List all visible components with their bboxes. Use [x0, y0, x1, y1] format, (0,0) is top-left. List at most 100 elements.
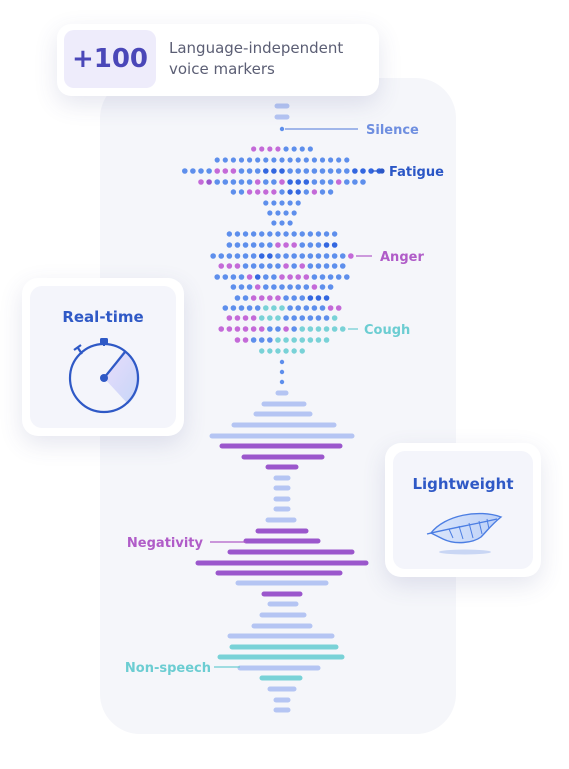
- marker-dot: [295, 284, 302, 290]
- marker-dot: [198, 179, 204, 185]
- fatigue-label: Fatigue: [389, 165, 444, 180]
- marker-dot: [319, 189, 326, 195]
- marker-dot: [258, 315, 265, 321]
- marker-dot: [250, 263, 257, 269]
- marker-dot: [242, 263, 249, 269]
- marker-dot: [267, 242, 273, 248]
- marker-dot: [263, 168, 269, 174]
- marker-dot: [323, 263, 330, 269]
- marker-dot: [238, 305, 245, 311]
- marker-dot: [307, 315, 314, 321]
- marker-dot: [283, 295, 289, 301]
- marker-dot: [214, 168, 220, 174]
- marker-dot: [311, 179, 318, 185]
- marker-dot: [323, 337, 330, 343]
- marker-dot: [247, 157, 253, 163]
- marker-dot: [279, 369, 285, 375]
- marker-dot: [279, 284, 285, 290]
- marker-dot: [250, 326, 257, 332]
- marker-dot: [206, 179, 212, 185]
- marker-dot: [344, 168, 350, 174]
- marker-dot: [283, 348, 289, 354]
- marker-dot: [267, 146, 273, 152]
- marker-dot: [335, 179, 342, 185]
- markers-card: +100 Language-independent voice markers: [57, 24, 379, 96]
- marker-dot: [299, 231, 305, 237]
- marker-dot: [275, 295, 281, 301]
- marker-dot: [327, 284, 334, 290]
- marker-dot: [234, 315, 241, 321]
- marker-dot: [287, 189, 293, 195]
- marker-dot: [222, 274, 229, 280]
- marker-dot: [250, 242, 257, 248]
- marker-dot: [246, 284, 253, 290]
- marker-dot: [299, 326, 306, 332]
- marker-dot: [319, 168, 326, 174]
- marker-dot: [283, 242, 289, 248]
- marker-dot: [279, 200, 285, 206]
- markers-description-line1: Language-independent: [169, 39, 344, 57]
- marker-dot: [230, 274, 237, 280]
- marker-dot: [275, 210, 281, 216]
- marker-dot: [368, 168, 374, 174]
- marker-dot: [267, 210, 273, 216]
- marker-dot: [291, 295, 297, 301]
- marker-dot: [352, 168, 358, 174]
- marker-dot: [254, 274, 261, 280]
- marker-dot: [307, 242, 314, 248]
- marker-dot: [295, 189, 301, 195]
- marker-dot: [339, 326, 346, 332]
- marker-dot: [275, 263, 281, 269]
- marker-dot: [275, 146, 281, 152]
- marker-dot: [251, 146, 257, 152]
- marker-dot: [238, 168, 245, 174]
- marker-dot: [283, 146, 289, 152]
- marker-dot: [246, 168, 253, 174]
- marker-dot: [246, 305, 253, 311]
- marker-dot: [311, 189, 318, 195]
- marker-dot: [327, 168, 334, 174]
- marker-dot: [360, 179, 366, 185]
- marker-dot: [319, 179, 326, 185]
- marker-dot: [279, 274, 285, 280]
- marker-dot: [267, 231, 273, 237]
- marker-dot: [291, 210, 297, 216]
- marker-dot: [242, 315, 249, 321]
- marker-dot: [283, 231, 289, 237]
- marker-dot: [275, 315, 281, 321]
- marker-dot: [331, 253, 338, 259]
- marker-dot: [299, 146, 305, 152]
- marker-dot: [335, 168, 342, 174]
- marker-dot: [234, 253, 241, 259]
- marker-dot: [315, 242, 322, 248]
- marker-dot: [279, 189, 285, 195]
- realtime-title: Real-time: [62, 308, 144, 326]
- marker-dot: [328, 157, 334, 163]
- marker-dot: [335, 305, 342, 311]
- marker-dot: [226, 253, 233, 259]
- marker-dot: [218, 263, 225, 269]
- marker-dot: [230, 189, 237, 195]
- marker-dot: [258, 253, 265, 259]
- marker-dot: [246, 274, 253, 280]
- marker-dot: [238, 274, 245, 280]
- marker-dot: [283, 337, 289, 343]
- marker-dot: [283, 210, 289, 216]
- marker-dot: [250, 315, 257, 321]
- marker-dot: [234, 326, 241, 332]
- marker-dot: [311, 157, 317, 163]
- marker-dot: [254, 305, 261, 311]
- marker-dot: [250, 253, 257, 259]
- fatigue-callout-dot: [379, 168, 385, 174]
- marker-dot: [226, 315, 233, 321]
- marker-dot: [267, 326, 273, 332]
- markers-description: Language-independent voice markers: [169, 38, 369, 80]
- marker-dot: [275, 253, 281, 259]
- marker-dot: [291, 231, 297, 237]
- marker-dot: [283, 326, 289, 332]
- marker-dot: [210, 253, 216, 259]
- marker-dot: [230, 305, 237, 311]
- marker-dot: [299, 242, 306, 248]
- lightweight-card-inner: Lightweight: [393, 451, 533, 569]
- marker-dot: [319, 305, 326, 311]
